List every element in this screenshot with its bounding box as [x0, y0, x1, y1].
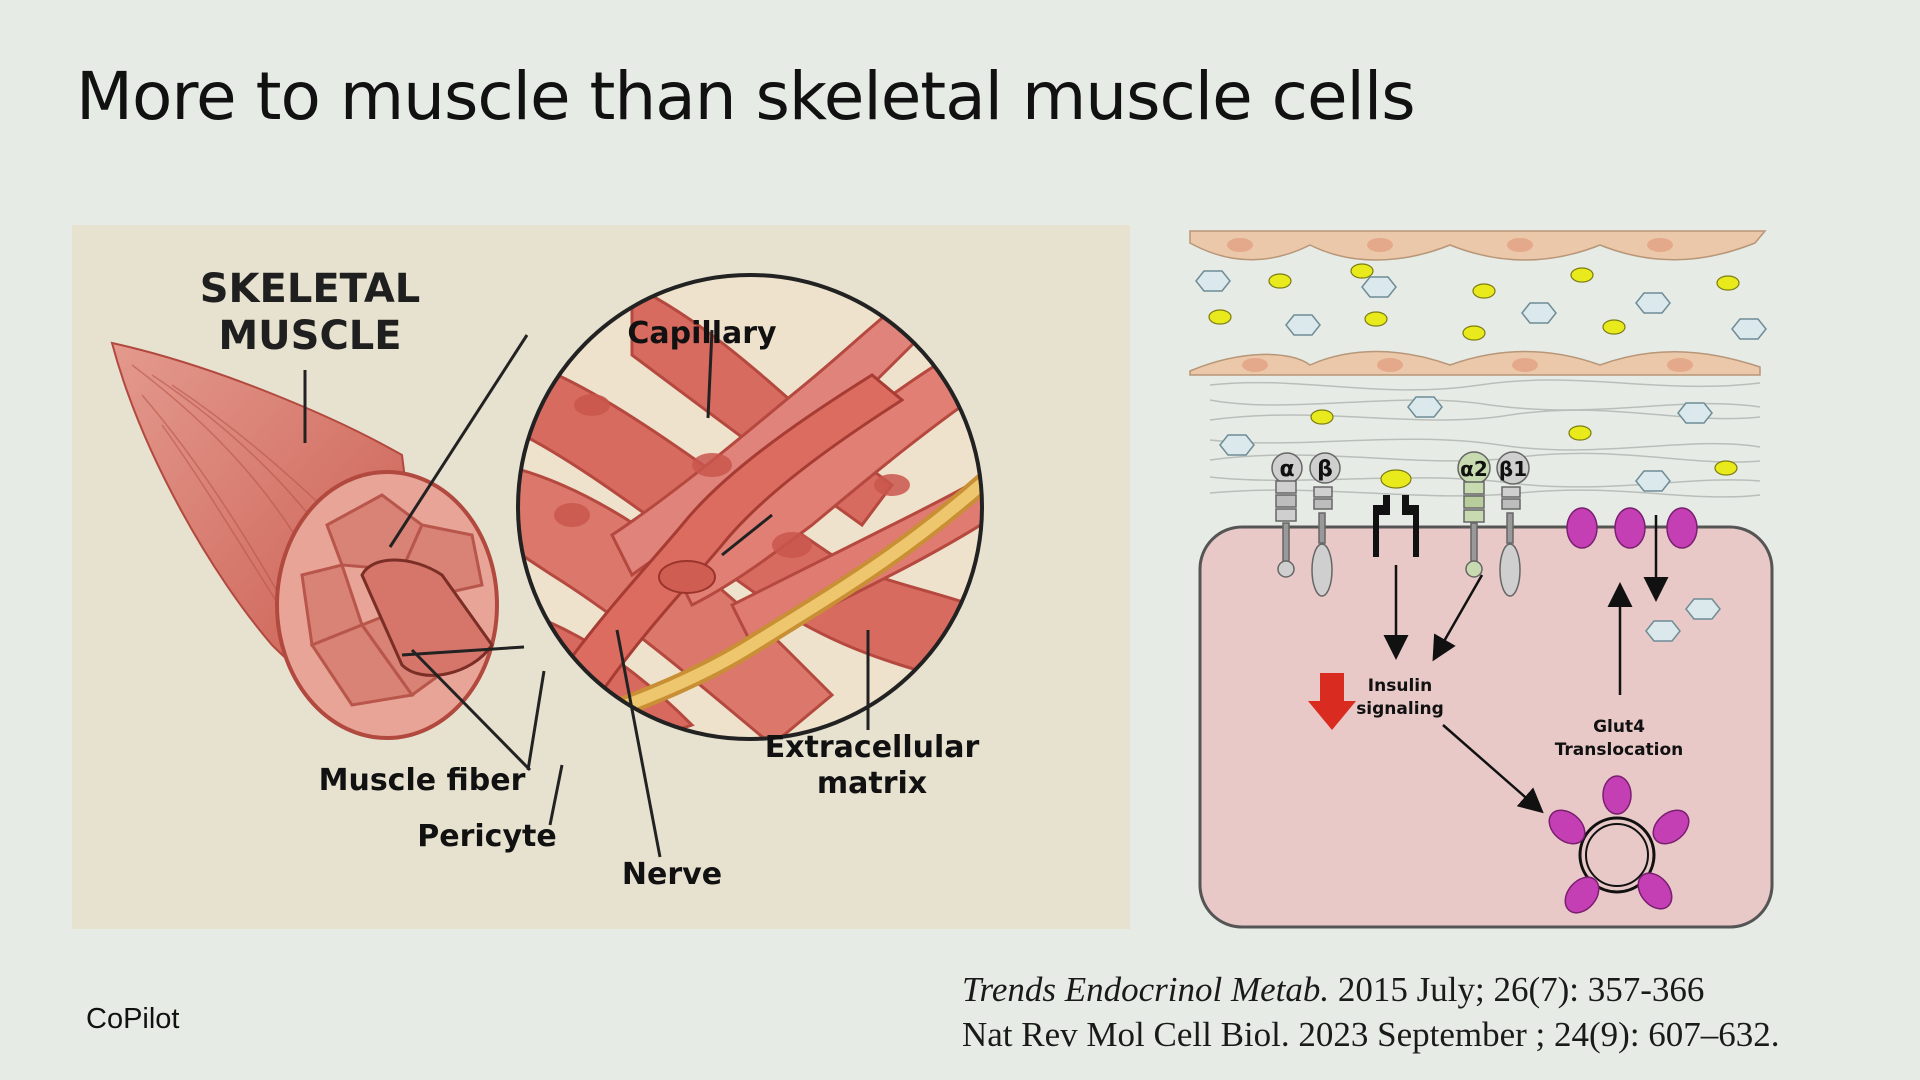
muscle-cell: [1198, 525, 1774, 929]
pericyte-cell: [658, 560, 716, 594]
capillary-label: Capillary: [627, 316, 777, 351]
integrin-beta1-label: β1: [1499, 457, 1527, 481]
ecm-label-line2: matrix: [817, 766, 927, 801]
pericyte-label: Pericyte: [417, 819, 556, 854]
heading-line1: SKELETAL: [200, 266, 421, 312]
ligand-dots: [1208, 263, 1740, 476]
integrin-signaling-diagram: α β α2 β1: [1180, 225, 1780, 935]
nerve-label: Nerve: [622, 857, 722, 892]
muscle-fiber-label: Muscle fiber: [319, 763, 526, 798]
insulin-signaling-line1: Insulin: [1368, 676, 1432, 696]
ecm-label-line1: Extracellular: [765, 730, 980, 765]
reference-2: Nat Rev Mol Cell Biol. 2023 September ; …: [962, 1015, 1780, 1054]
endothelial-layer-bottom: [1189, 350, 1761, 376]
reference-1: Trends Endocrinol Metab. 2015 July; 26(7…: [962, 970, 1704, 1010]
glut4-line2: Translocation: [1555, 740, 1684, 760]
insulin-signaling-line2: signaling: [1356, 699, 1444, 719]
glut4-membrane: [1566, 507, 1698, 549]
reference-1-journal: Trends Endocrinol Metab.: [962, 970, 1330, 1009]
fascicle: [360, 558, 494, 677]
glut4-vesicle: [1548, 775, 1690, 914]
integrin-alpha-beta: [1271, 452, 1341, 597]
skeletal-muscle-illustration: SKELETAL MUSCLE Capillary Muscle fiber P…: [72, 225, 1130, 929]
integrin-alpha2-label: α2: [1460, 457, 1488, 481]
glucose-hexagons: [1195, 270, 1767, 642]
insulin-receptor: [1373, 469, 1419, 557]
endothelial-layer-top: [1189, 230, 1767, 261]
image-credit: CoPilot: [86, 1003, 180, 1035]
reference-1-details: 2015 July; 26(7): 357-366: [1329, 970, 1705, 1009]
heading-line2: MUSCLE: [218, 313, 401, 359]
integrin-beta-label: β: [1317, 457, 1333, 482]
slide-title: More to muscle than skeletal muscle cell…: [76, 58, 1416, 135]
glut4-line1: Glut4: [1593, 717, 1645, 737]
integrin-alpha-label: α: [1279, 457, 1294, 482]
decrease-arrow: [1308, 673, 1356, 730]
integrin-alpha2-beta1: [1457, 451, 1530, 597]
